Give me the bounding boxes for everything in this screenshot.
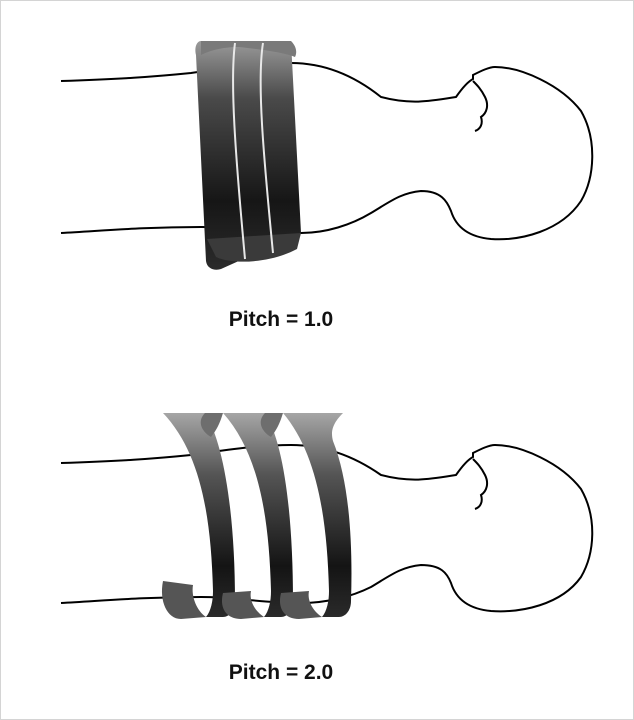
patient-body-outline	[61, 63, 592, 239]
helix-band-pitch-2	[162, 413, 352, 619]
pitch-2-diagram: Pitch = 2.0	[1, 361, 633, 719]
pitch-2-caption: Pitch = 2.0	[1, 661, 561, 685]
helix-band-pitch-1	[195, 41, 301, 270]
pitch-1-caption: Pitch = 1.0	[1, 308, 561, 332]
pitch-2-illustration	[1, 361, 633, 651]
pitch-1-illustration	[1, 1, 633, 291]
pitch-1-diagram: Pitch = 1.0	[1, 1, 633, 351]
